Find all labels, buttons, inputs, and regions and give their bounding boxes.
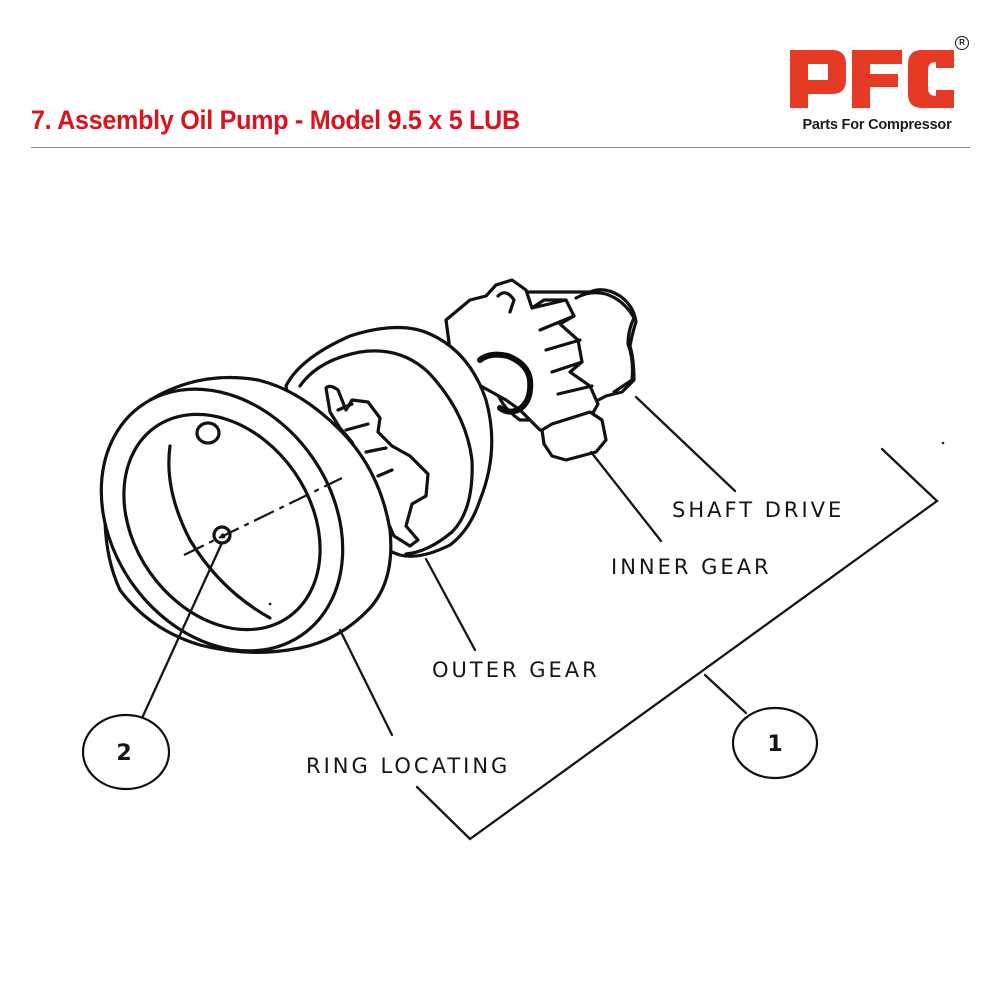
shaft-drive-flange [574, 291, 636, 394]
ring-locating-back-edge [167, 444, 272, 620]
leader-inner-gear [589, 450, 663, 543]
pfc-logo-mark [790, 50, 954, 108]
logo-tagline: Parts For Compressor [802, 117, 952, 133]
logo-letter-p [790, 50, 846, 108]
ring-locating-inner-bore [122, 412, 322, 632]
callout-2: 2 [81, 713, 171, 791]
inner-gear-part [444, 278, 608, 462]
label-outer-gear: OUTER GEAR [432, 658, 600, 682]
ring-locating-part [99, 375, 945, 654]
registered-trademark-icon: R [955, 36, 969, 50]
speck [268, 602, 272, 606]
outer-gear-face-edge [298, 349, 474, 556]
callout-1-circle [731, 706, 819, 780]
page-title: 7. Assembly Oil Pump - Model 9.5 x 5 LUB [31, 105, 520, 135]
leader-ring-locating [338, 628, 394, 737]
label-inner-gear: INNER GEAR [611, 555, 772, 579]
inner-gear-upper-notch [496, 291, 516, 314]
logo-letter-c [908, 50, 954, 108]
leader-callout-1 [703, 673, 748, 715]
header-divider [31, 147, 970, 148]
logo-letter-f [852, 50, 902, 108]
leader-callout-2 [141, 543, 223, 718]
outer-gear-tooth-lines [336, 402, 394, 478]
leader-shaft-drive [634, 395, 737, 493]
inner-gear-lower-tooth [540, 410, 608, 462]
inner-gear-tooth-lines [530, 298, 594, 396]
bracket-callout-1 [415, 447, 939, 841]
ring-locating-pin-hole [195, 421, 221, 445]
callout-1: 1 [731, 706, 819, 780]
drive-lug [477, 351, 534, 415]
assembly-centerline [183, 477, 343, 556]
label-ring-locating: RING LOCATING [306, 754, 510, 778]
leader-outer-gear [424, 557, 477, 652]
callout-2-circle [81, 713, 171, 791]
speck [941, 441, 945, 445]
callout-1-number: 1 [767, 732, 782, 757]
label-shaft-drive: SHAFT DRIVE [672, 498, 844, 522]
callout-2-number: 2 [116, 741, 131, 766]
locating-pin [212, 525, 232, 545]
leader-lines [141, 395, 939, 841]
pfc-logo: R Parts For Compressor [788, 36, 978, 136]
